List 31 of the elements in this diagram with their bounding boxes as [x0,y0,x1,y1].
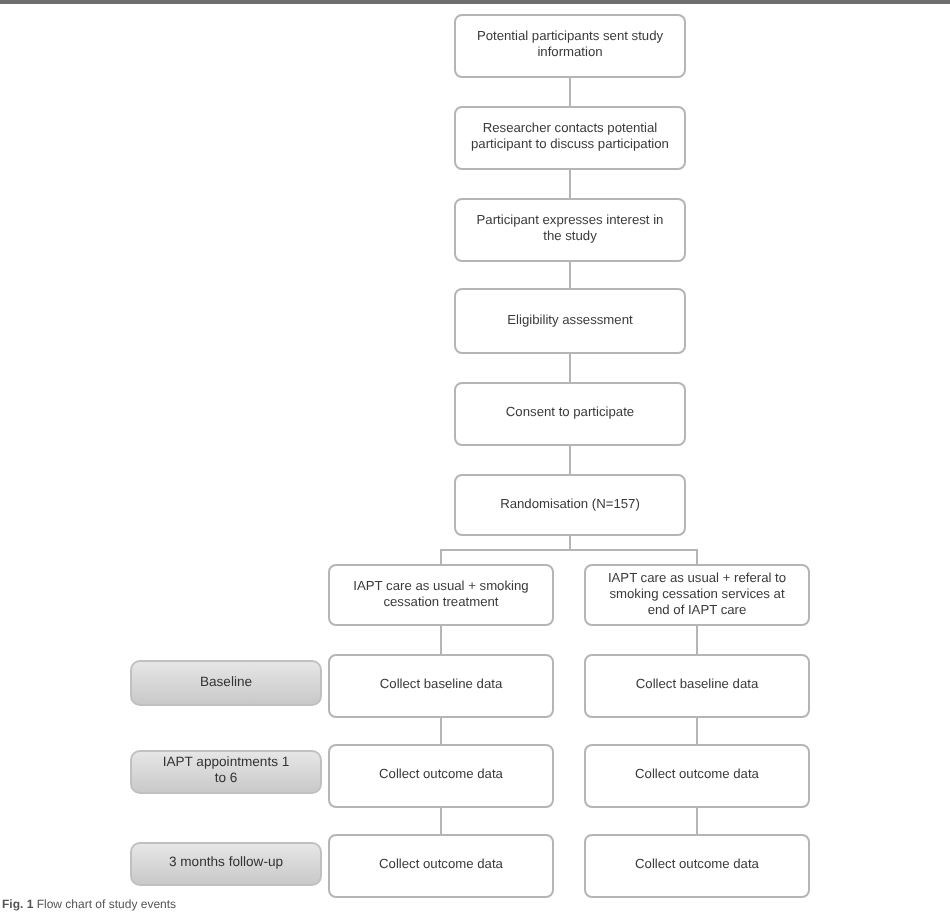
process-box [454,474,686,536]
process-box [454,106,686,170]
process-box [328,834,554,898]
connector-line [440,807,442,835]
process-box [454,288,686,354]
process-box [328,564,554,626]
process-box [328,744,554,808]
connector-line [569,77,571,107]
process-box [584,834,810,898]
connector-line [696,717,698,745]
stage-label-box [130,842,322,886]
process-box [584,744,810,808]
connector-line [440,717,442,745]
connector-line [440,549,571,565]
connector-line [696,625,698,655]
process-box [454,382,686,446]
connector-line [696,807,698,835]
connector-line [440,625,442,655]
stage-label-box [130,660,322,706]
connector-line [569,445,571,475]
process-box [454,14,686,78]
process-box [584,564,810,626]
connector-line [569,549,698,565]
connector-line [569,535,571,551]
connector-line [569,169,571,199]
stage-label-box [130,750,322,794]
process-box [454,198,686,262]
connector-line [569,261,571,289]
process-box [584,654,810,718]
process-box [328,654,554,718]
connector-line [569,353,571,383]
